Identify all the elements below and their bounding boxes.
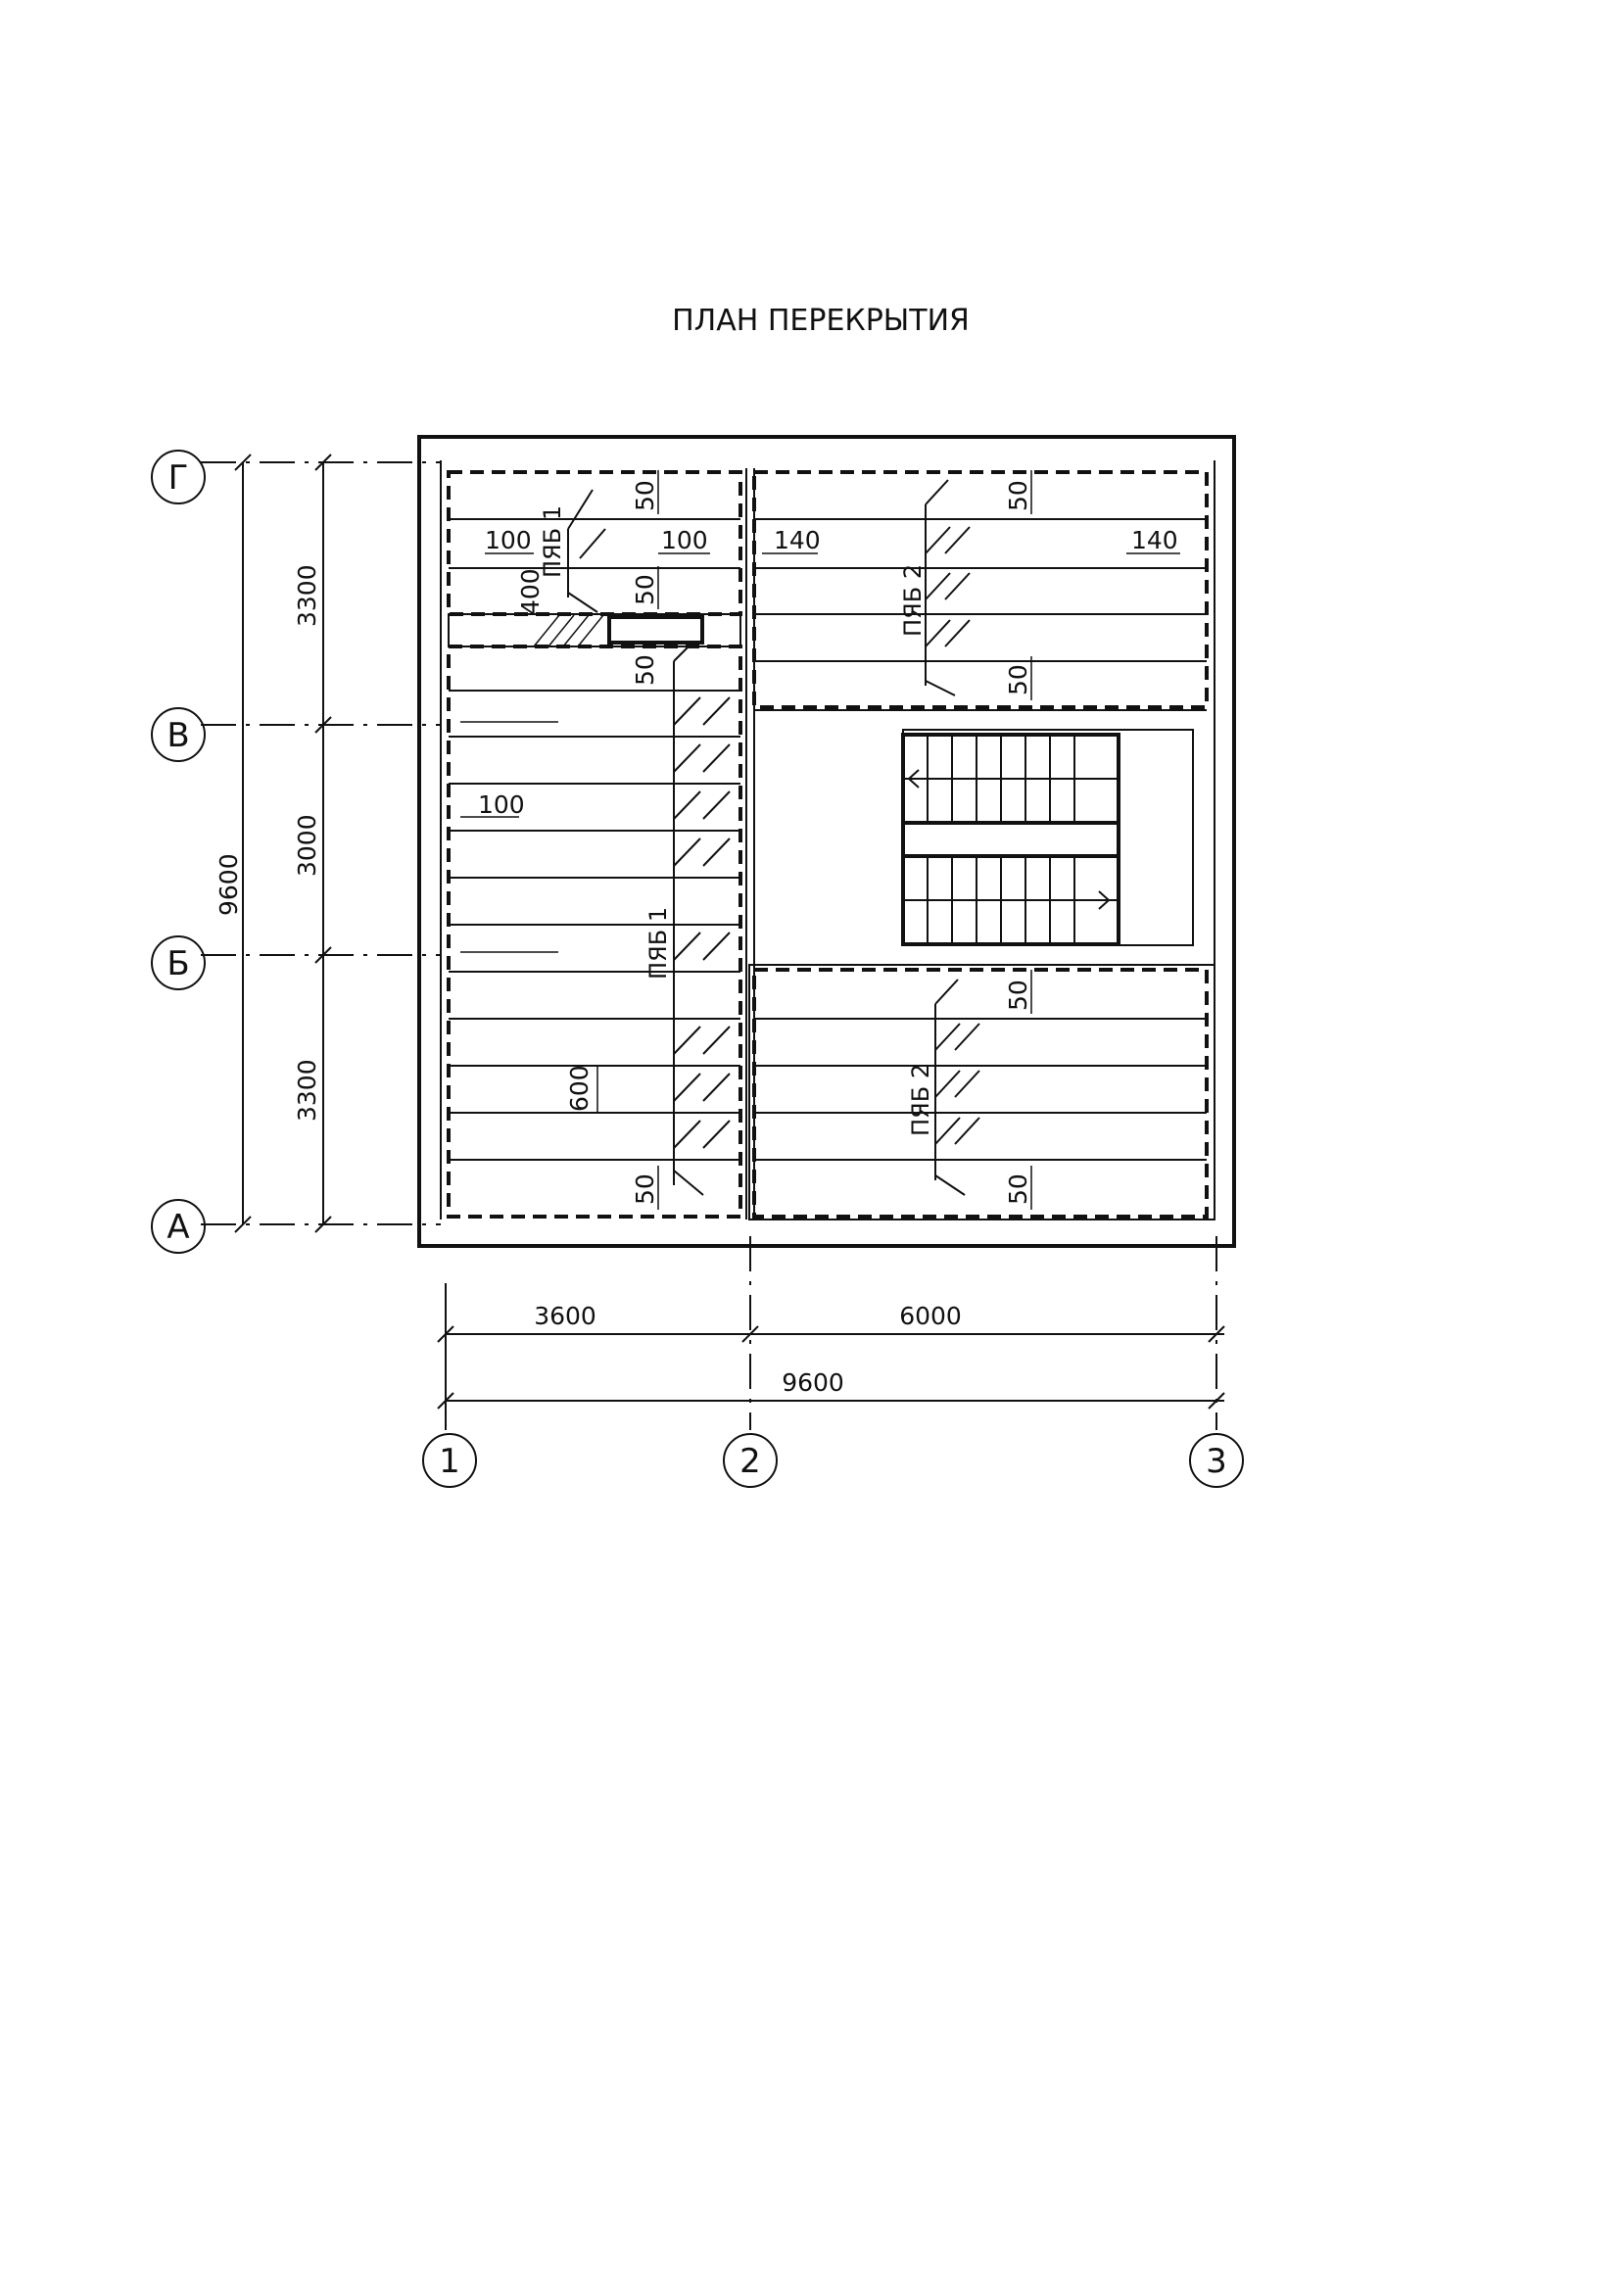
dim-bottom-total: 9600 [782,1368,844,1397]
note-140: 140 [774,526,821,554]
svg-text:Г: Г [168,458,189,498]
axis-bubble-1: 1 [422,1433,477,1488]
slab-lines-right-bottom [754,1018,1207,1161]
axis-bubble-B: Б [151,935,206,990]
slab-pyb2-top-area [752,470,1209,709]
note-50: 50 [631,654,659,686]
note-100: 100 [661,526,708,554]
dim-left-total: 9600 [214,853,243,916]
slab-lines-left [449,518,740,1161]
axis-bubble-2: 2 [723,1433,778,1488]
note-50: 50 [1004,664,1032,695]
axis-bubble-V: В [151,707,206,762]
stair-landing [901,821,1120,858]
monolith-band [448,613,741,647]
slab-pyb2-bottom-area [752,968,1209,1219]
note-100: 100 [478,790,525,819]
note-50: 50 [631,1173,659,1205]
note-600: 600 [565,1065,594,1112]
axis-bubble-3: 3 [1189,1433,1244,1488]
note-50: 50 [1004,480,1032,511]
svg-text:3: 3 [1206,1442,1227,1481]
dim-left-1: 3300 [293,564,321,627]
slab-label-pyb2-top: ПЯБ 2 [899,564,927,637]
note-140: 140 [1131,526,1178,554]
dim-ticks-left [234,454,332,1233]
slab-lines-right-top [754,518,1207,711]
slab-label-pyb1-main: ПЯБ 1 [644,907,672,980]
axis-bubble-G: Г [151,450,206,504]
slab-pyb1-main-area [447,645,742,1219]
note-50: 50 [1004,1173,1032,1205]
dim-bottom-1: 3600 [534,1302,596,1330]
dim-bottom-2: 6000 [899,1302,962,1330]
slab-label-pyb1-top: ПЯБ 1 [539,505,566,578]
slab-markers-right-bottom [934,979,980,1196]
svg-text:В: В [167,716,189,755]
vent-duct [607,615,704,645]
dim-ticks-bottom [437,1325,1225,1410]
slab-markers-left [460,489,731,1196]
note-50: 50 [631,574,659,605]
slab-markers-right-top [925,479,971,696]
note-50: 50 [631,480,659,511]
drawing-title: ПЛАН ПЕРЕКРЫТИЯ [672,304,970,338]
dim-left-3: 3300 [293,1059,321,1122]
axis-bubble-A: А [151,1199,206,1254]
note-100: 100 [485,526,532,554]
svg-text:2: 2 [739,1442,761,1481]
svg-text:А: А [167,1208,189,1247]
svg-text:Б: Б [167,944,189,983]
stairwell [902,729,1194,946]
note-400: 400 [516,568,545,615]
note-50: 50 [1004,980,1032,1011]
svg-text:1: 1 [439,1442,460,1481]
slab-label-pyb2-bottom: ПЯБ 2 [907,1064,934,1136]
hatch-monolith [533,614,604,647]
slab-pyb2-bottom-frame [748,964,1215,1220]
stair-treads [903,735,1119,944]
dim-left-2: 3000 [293,814,321,877]
outer-wall [417,435,1236,1248]
